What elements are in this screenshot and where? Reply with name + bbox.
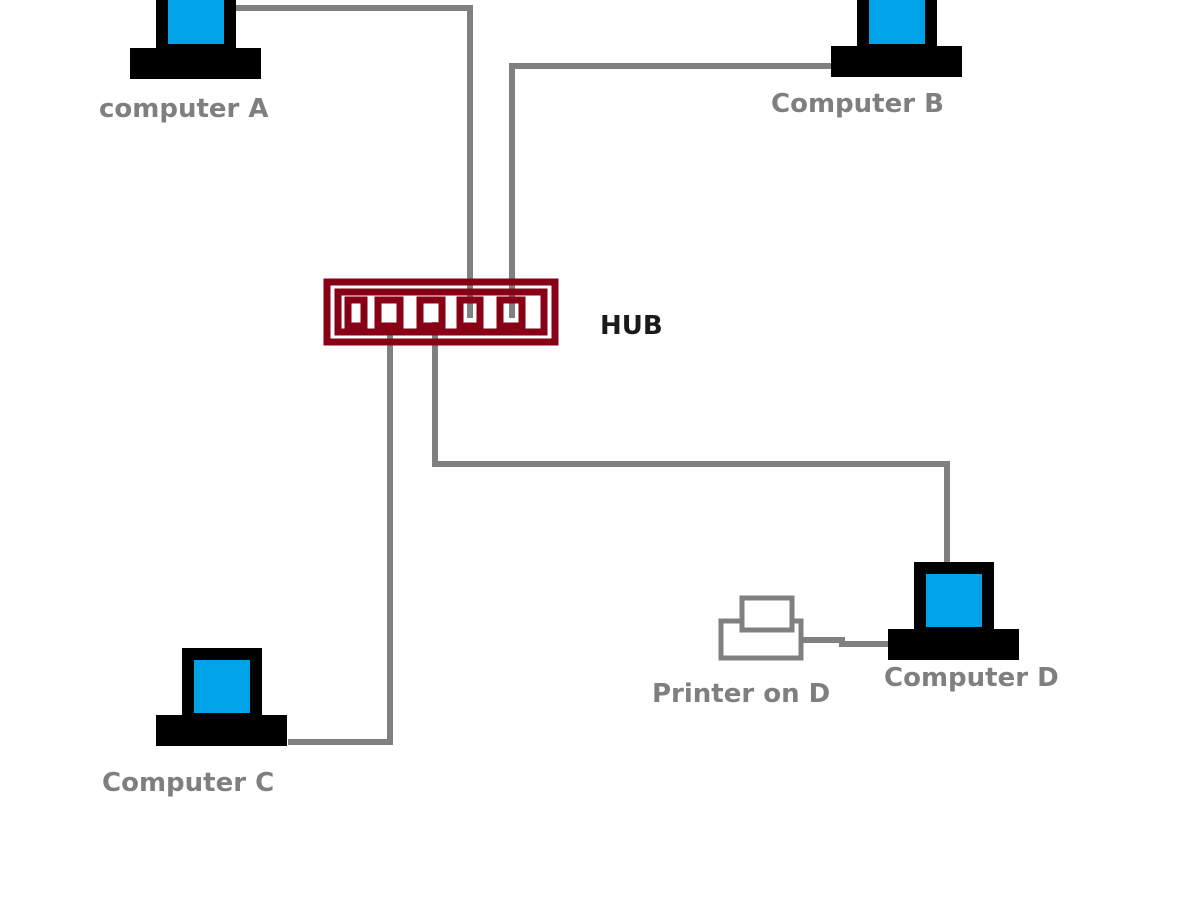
computer-b-icon[interactable] [831,0,962,77]
wire-b-hub [509,63,832,318]
wire-d-hub [432,322,950,565]
printer-label: Printer on D [652,679,831,709]
wire-printer-d [802,637,888,647]
computer-d-icon[interactable] [888,562,1019,660]
printer-icon[interactable] [718,595,804,661]
hub-icon[interactable] [323,278,559,346]
computer-c-icon[interactable] [156,648,287,746]
wire-c-hub [288,330,393,745]
wires [235,5,950,745]
computer-b-label: Computer B [771,89,944,119]
computer-a-icon[interactable] [130,0,261,79]
wire-a-hub [235,5,473,318]
hub-label: HUB [600,311,663,341]
computer-c-label: Computer C [102,768,275,798]
computer-d-label: Computer D [884,663,1059,693]
computer-a-label: computer A [99,94,269,124]
